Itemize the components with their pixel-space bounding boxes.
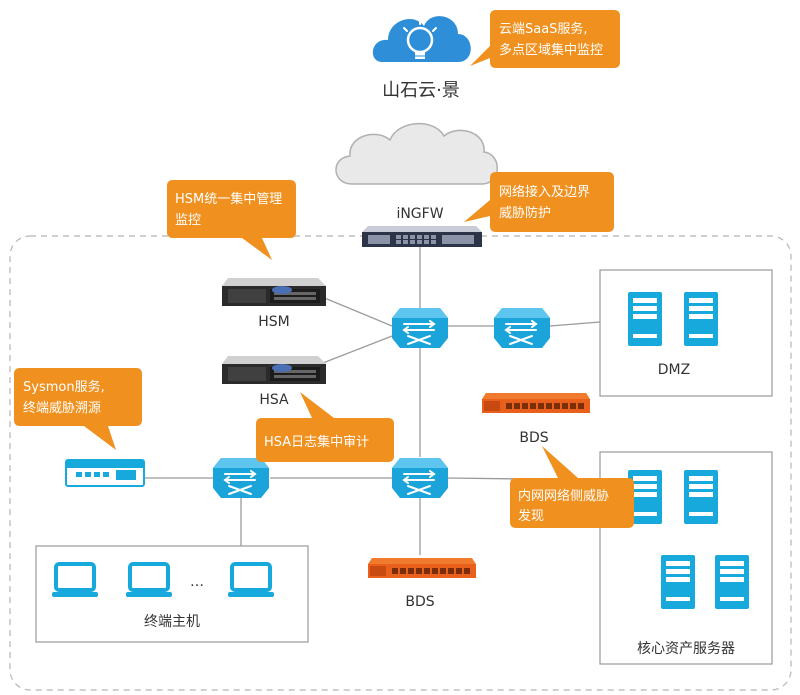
firewall-callout-line-1: 网络接入及边界 (499, 184, 590, 200)
access-switch-icon (212, 457, 270, 499)
hsa-device-icon (222, 356, 326, 384)
sysmon-device-icon (65, 459, 145, 487)
dmz-zone: DMZ (599, 269, 773, 397)
bds-top-label: BDS (519, 430, 548, 446)
terminal-hosts-zone: … 终端主机 (35, 545, 309, 643)
sysmon-callout: Sysmon服务, 终端威胁溯源 (14, 368, 142, 450)
hsm-device-icon (222, 278, 326, 306)
bds-top-device-icon (482, 393, 590, 413)
firewall-label: iNGFW (396, 206, 443, 222)
bds-bottom-label: BDS (405, 594, 434, 610)
hsa-label: HSA (259, 392, 289, 408)
enterprise-boundary (9, 235, 792, 691)
firewall-callout-line-2: 威胁防护 (499, 205, 551, 221)
dmz-switch-icon (493, 307, 551, 349)
bds-callout: 内网网络侧威胁 发现 (510, 446, 634, 528)
bds-bottom-device-icon (368, 558, 476, 578)
core-switch-icon (391, 307, 449, 349)
sysmon-callout-line-2: 终端威胁溯源 (23, 400, 101, 416)
hsm-callout: HSM统一集中管理 监控 (167, 180, 296, 260)
cloud-bulb-icon (372, 16, 471, 63)
firewall-callout: 网络接入及边界 威胁防护 (464, 172, 614, 232)
cloud-brand-label: 山石云·景 (382, 80, 460, 101)
sysmon-callout-line-1: Sysmon服务, (23, 379, 105, 395)
internal-switch-icon (391, 457, 449, 499)
hsm-callout-line-1: HSM统一集中管理 (175, 191, 282, 207)
cloud-callout-line-1: 云端SaaS服务, (499, 21, 588, 37)
cloud-callout-line-2: 多点区域集中监控 (499, 42, 603, 58)
bds-callout-line-2: 发现 (518, 508, 544, 524)
core-servers-label: 核心资产服务器 (637, 641, 735, 657)
terminals-label: 终端主机 (144, 614, 200, 630)
connection-lines (145, 247, 601, 555)
hsm-label: HSM (258, 314, 290, 330)
hsa-callout-line-1: HSA日志集中审计 (264, 434, 369, 450)
dmz-label: DMZ (658, 362, 690, 378)
internet-cloud-icon (335, 122, 498, 185)
bds-callout-line-1: 内网网络侧威胁 (518, 488, 609, 504)
cloud-saas-callout: 云端SaaS服务, 多点区域集中监控 (470, 10, 620, 68)
firewall-device-icon (362, 226, 482, 247)
terminals-ellipsis: … (190, 574, 204, 590)
hsa-callout: HSA日志集中审计 (256, 392, 394, 462)
hsm-callout-line-2: 监控 (175, 213, 201, 228)
